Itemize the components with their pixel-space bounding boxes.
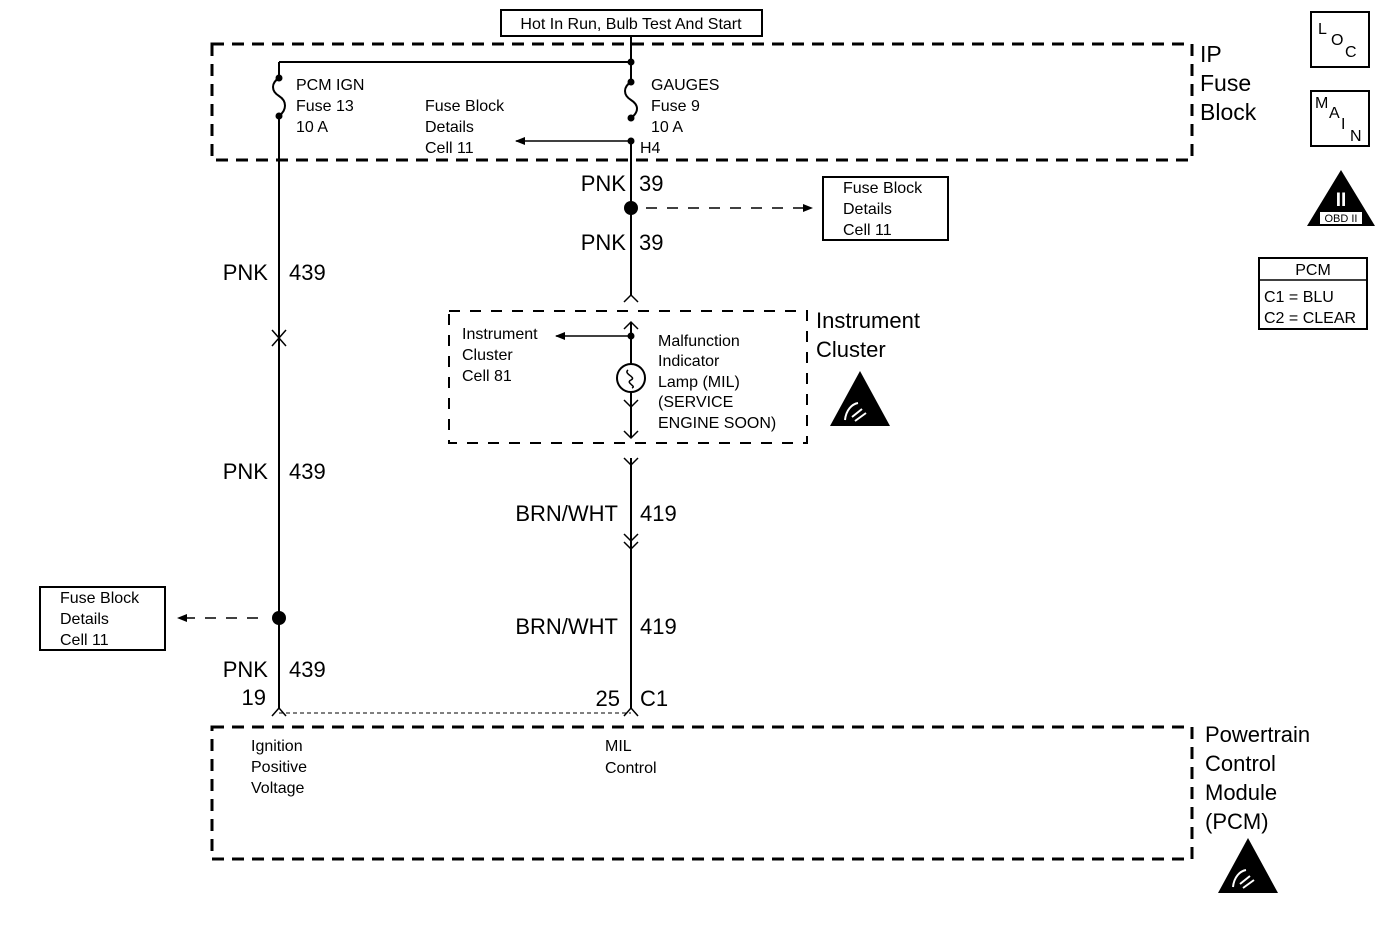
esd-warning-icon bbox=[830, 371, 890, 426]
pcm-input-left-3: Voltage bbox=[251, 780, 304, 797]
power-source-text: Hot In Run, Bulb Test And Start bbox=[520, 16, 742, 33]
wire-brn-wht-419 bbox=[623, 457, 639, 717]
wire-circuit-439-c: 439 bbox=[289, 657, 326, 682]
ip-ref-line-3: Cell 11 bbox=[425, 140, 474, 157]
splice-ref-left: Fuse Block Details Cell 11 bbox=[39, 586, 166, 651]
pcm-title-1: Powertrain bbox=[1205, 722, 1310, 747]
pcm-input-right-2: Control bbox=[605, 760, 657, 777]
main-letter-i: I bbox=[1341, 116, 1345, 133]
obd-numeral: II bbox=[1336, 190, 1347, 211]
loc-letter-l: L bbox=[1318, 21, 1327, 38]
splice-ref-left-2: Details bbox=[60, 611, 109, 628]
wire-circuit-419-b: 419 bbox=[640, 614, 677, 639]
pcm-input-left-2: Positive bbox=[251, 759, 307, 776]
main-letter-a: A bbox=[1329, 105, 1340, 122]
splice-ref-right-3: Cell 11 bbox=[843, 222, 892, 239]
ip-fuse-block-title-2: Fuse bbox=[1200, 70, 1251, 96]
fuse-left-line-1: PCM IGN bbox=[296, 77, 364, 94]
pcm-connector-c1: C1 bbox=[640, 686, 668, 711]
mil-line-1: Malfunction bbox=[658, 333, 740, 350]
wire-circuit-419-a: 419 bbox=[640, 501, 677, 526]
wire-pnk-39 bbox=[623, 141, 813, 303]
loc-letter-c: C bbox=[1345, 44, 1357, 61]
wire-circuit-439-b: 439 bbox=[289, 459, 326, 484]
loc-letter-o: O bbox=[1331, 32, 1343, 49]
fuse-right-line-1: GAUGES bbox=[651, 77, 719, 94]
instrument-cluster-title-1: Instrument bbox=[816, 308, 920, 333]
pcm-module: Powertrain Control Module (PCM) Ignition… bbox=[210, 722, 1310, 861]
ic-ref-line-2: Cluster bbox=[462, 347, 513, 364]
wire-color-pnk-39-upper: PNK bbox=[581, 171, 627, 196]
splice-right bbox=[624, 201, 638, 215]
power-source-label: Hot In Run, Bulb Test And Start bbox=[500, 9, 763, 37]
splice-ref-right-2: Details bbox=[843, 201, 892, 218]
main-badge: M A I N bbox=[1310, 90, 1370, 147]
pcm-title-2: Control bbox=[1205, 751, 1276, 776]
ic-ref-line-3: Cell 81 bbox=[462, 368, 512, 385]
fuse-left-icon bbox=[272, 77, 286, 120]
wire-color-pnk-39-lower: PNK bbox=[581, 230, 627, 255]
wire-color-brnwht-a: BRN/WHT bbox=[515, 501, 618, 526]
pcm-connector-legend: PCM C1 = BLU C2 = CLEAR bbox=[1258, 257, 1368, 330]
mil-line-4: (SERVICE bbox=[658, 394, 733, 411]
splice-ref-left-3: Cell 11 bbox=[60, 632, 109, 649]
wire-pnk-439 bbox=[177, 116, 287, 717]
obd-label: OBD II bbox=[1324, 213, 1357, 225]
pcm-pin-25: 25 bbox=[596, 686, 620, 711]
ic-ref-line-1: Instrument bbox=[462, 326, 538, 343]
mil-line-3: Lamp (MIL) bbox=[658, 374, 740, 391]
ip-fuse-block-title-1: IP bbox=[1200, 41, 1222, 67]
fuse-right-line-3: 10 A bbox=[651, 119, 683, 136]
ip-ref-line-1: Fuse Block bbox=[425, 98, 505, 115]
fuse-left-line-3: 10 A bbox=[296, 119, 328, 136]
pcm-legend-row-2: C2 = CLEAR bbox=[1264, 310, 1356, 327]
pcm-title-4: (PCM) bbox=[1205, 809, 1269, 834]
pcm-legend-title: PCM bbox=[1295, 262, 1331, 279]
fuse-right-line-2: Fuse 9 bbox=[651, 98, 700, 115]
splice-ref-right: Fuse Block Details Cell 11 bbox=[822, 176, 949, 241]
instrument-cluster: Instrument Cluster Instrument Cluster Ce… bbox=[448, 308, 920, 444]
pcm-input-left-1: Ignition bbox=[251, 738, 303, 755]
wire-circuit-39-upper: 39 bbox=[639, 171, 663, 196]
wire-color-pnk-a: PNK bbox=[223, 260, 269, 285]
fuse-left-line-2: Fuse 13 bbox=[296, 98, 354, 115]
ip-fuse-block-title-3: Block bbox=[1200, 99, 1257, 125]
ip-connector-h4: H4 bbox=[640, 140, 661, 157]
ip-fuse-block: IP Fuse Block bbox=[210, 41, 1257, 162]
splice-ref-right-1: Fuse Block bbox=[843, 180, 923, 197]
instrument-cluster-title-2: Cluster bbox=[816, 337, 886, 362]
main-letter-m: M bbox=[1315, 95, 1328, 112]
wire-circuit-439-a: 439 bbox=[289, 260, 326, 285]
main-letter-n: N bbox=[1350, 128, 1362, 145]
mil-line-2: Indicator bbox=[658, 353, 720, 370]
ip-ref-line-2: Details bbox=[425, 119, 474, 136]
obd-ii-badge: II OBD II bbox=[1307, 170, 1375, 226]
mil-line-5: ENGINE SOON) bbox=[658, 415, 776, 432]
pcm-input-right-1: MIL bbox=[605, 738, 632, 755]
wire-color-pnk-b: PNK bbox=[223, 459, 269, 484]
pcm-legend-row-1: C1 = BLU bbox=[1264, 289, 1334, 306]
pcm-title-3: Module bbox=[1205, 780, 1277, 805]
wire-color-brnwht-b: BRN/WHT bbox=[515, 614, 618, 639]
splice-left bbox=[272, 611, 286, 625]
fuse-right-icon bbox=[624, 81, 638, 122]
wire-color-pnk-c: PNK bbox=[223, 657, 269, 682]
wire-circuit-39-lower: 39 bbox=[639, 230, 663, 255]
esd-warning-icon-pcm bbox=[1218, 838, 1278, 893]
loc-badge: L O C bbox=[1310, 11, 1370, 68]
splice-ref-left-1: Fuse Block bbox=[60, 590, 140, 607]
pcm-pin-19: 19 bbox=[242, 685, 266, 710]
bulb-icon bbox=[616, 363, 646, 393]
